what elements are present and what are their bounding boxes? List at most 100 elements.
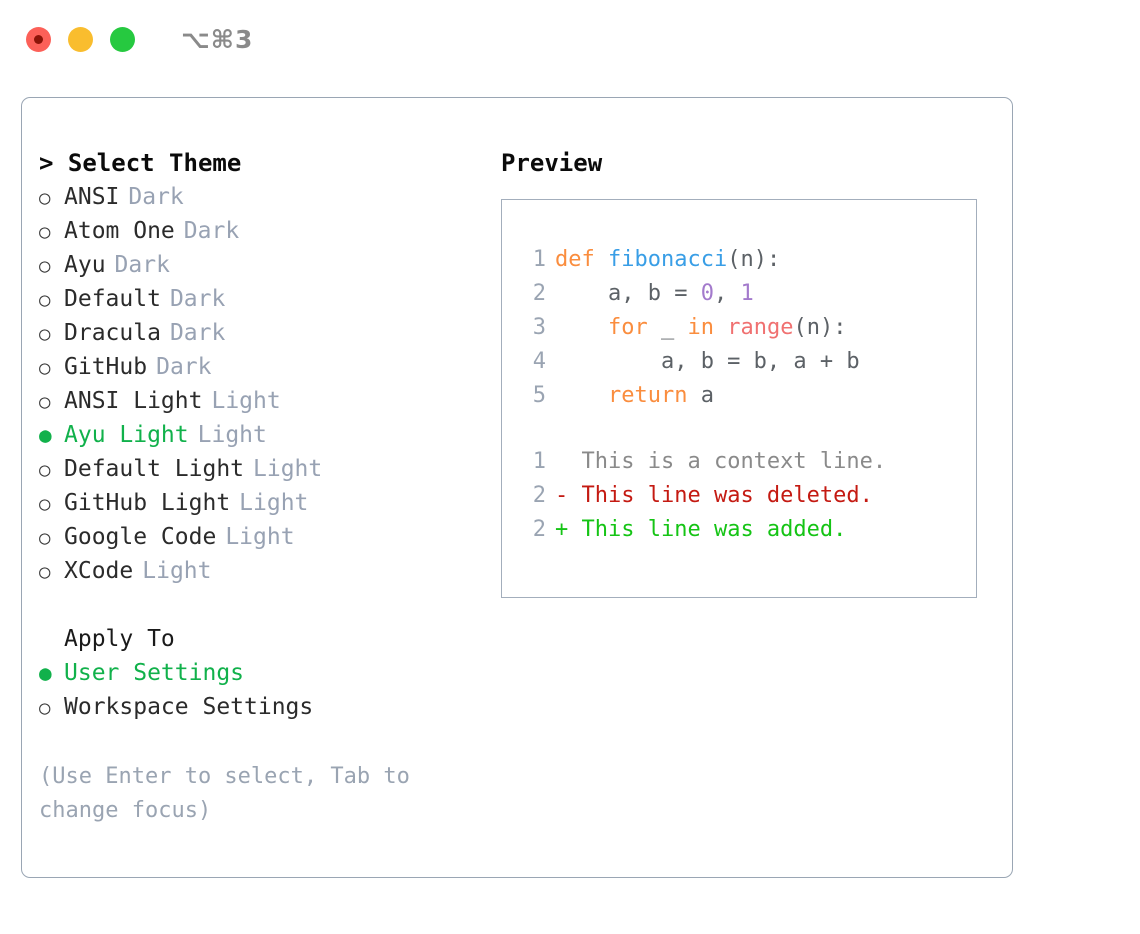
token-punct — [555, 383, 608, 408]
apply-to-option-workspace-settings[interactable]: ○ Workspace Settings — [39, 690, 469, 724]
radio-unselected-icon: ○ — [39, 187, 51, 209]
theme-option-label: Default Light — [64, 456, 245, 482]
theme-variant-tag: Light — [197, 422, 267, 448]
radio-selected-icon: ● — [39, 423, 52, 447]
theme-variant-tag: Dark — [128, 184, 184, 210]
theme-option-ansi[interactable]: ○ ANSI Dark — [39, 180, 469, 214]
diff-line-added: 2 + This line was added. — [520, 513, 976, 547]
token-punct: a, b = — [555, 281, 701, 306]
diff-line-content: - This line was deleted. — [555, 479, 873, 513]
select-theme-heading: > Select Theme — [39, 149, 242, 177]
theme-variant-tag: Light — [211, 388, 281, 414]
theme-option-google-code[interactable]: ○ Google Code Light — [39, 520, 469, 554]
theme-option-label: Atom One — [64, 218, 175, 244]
diff-marker: + — [555, 517, 582, 542]
theme-option-label: Ayu Light — [64, 422, 189, 448]
apply-to-section: Apply To ●User Settings ○ Workspace Settin… — [39, 622, 469, 724]
diff-line-deleted: 2 - This line was deleted. — [520, 479, 976, 513]
line-number: 2 — [532, 517, 546, 542]
line-number: 4 — [532, 349, 546, 374]
token-punct: _ — [647, 315, 688, 340]
token-kw: in — [687, 315, 714, 340]
line-number: 2 — [532, 483, 546, 508]
apply-to-list: ●User Settings ○ Workspace Settings — [39, 656, 469, 724]
code-line: 5 return a — [520, 379, 976, 413]
radio-unselected-icon: ○ — [39, 493, 51, 515]
theme-option-github-light[interactable]: ○ GitHub Light Light — [39, 486, 469, 520]
theme-option-label: Dracula — [64, 320, 161, 346]
radio-unselected-icon: ○ — [39, 255, 51, 277]
theme-variant-tag: Light — [253, 456, 323, 482]
theme-variant-tag: Dark — [114, 252, 170, 278]
radio-unselected-icon: ○ — [39, 221, 51, 243]
radio-unselected-icon: ○ — [39, 459, 51, 481]
diff-line-content: + This line was added. — [555, 513, 846, 547]
radio-unselected-icon: ○ — [39, 289, 51, 311]
token-punct — [714, 315, 727, 340]
radio-selected-icon: ● — [39, 661, 52, 685]
diff-marker: - — [555, 483, 582, 508]
maximize-button[interactable] — [110, 26, 135, 52]
radio-unselected-icon: ○ — [39, 697, 51, 719]
minimize-button[interactable] — [68, 26, 93, 52]
line-number: 1 — [532, 247, 546, 272]
radio-unselected-icon: ○ — [39, 323, 51, 345]
radio-unselected-icon: ○ — [39, 391, 51, 413]
code-line: 2 a, b = 0, 1 — [520, 277, 976, 311]
code-line: 4 a, b = b, a + b — [520, 345, 976, 379]
radio-unselected-icon: ○ — [39, 561, 51, 583]
theme-variant-tag: Dark — [169, 320, 226, 346]
apply-to-heading: Apply To — [64, 626, 175, 652]
line-number: 2 — [532, 281, 546, 306]
diff-line-context: 1 This is a context line. — [520, 445, 976, 479]
radio-unselected-icon: ○ — [39, 357, 51, 379]
token-fn: fibonacci — [607, 247, 728, 272]
theme-option-label: Ayu — [64, 252, 106, 278]
spacer — [520, 413, 976, 445]
token-kw: def — [555, 247, 608, 272]
theme-option-default-light[interactable]: ○ Default Light Light — [39, 452, 469, 486]
theme-option-ayu[interactable]: ○ Ayu Dark — [39, 248, 469, 282]
token-punct: a, b = b, a + b — [555, 349, 860, 374]
theme-option-dracula[interactable]: ○ Dracula Dark — [39, 316, 469, 350]
theme-option-label: ANSI Light — [64, 388, 203, 414]
theme-option-github[interactable]: ○ GitHub Dark — [39, 350, 469, 384]
theme-option-label: Google Code — [64, 524, 217, 550]
token-num: 1 — [740, 281, 754, 306]
theme-variant-tag: Dark — [169, 286, 226, 312]
apply-to-option-label: Workspace Settings — [64, 694, 314, 720]
apply-to-option-user-settings[interactable]: ●User Settings — [39, 656, 469, 690]
theme-variant-tag: Light — [239, 490, 309, 516]
diff-line-content: This is a context line. — [555, 445, 887, 479]
token-kw: return — [607, 383, 688, 408]
theme-option-label: GitHub Light — [64, 490, 231, 516]
radio-unselected-icon: ○ — [39, 527, 51, 549]
theme-option-label: GitHub — [64, 354, 148, 380]
window-controls — [26, 26, 135, 52]
theme-option-label: XCode — [64, 558, 134, 584]
theme-option-label: ANSI — [64, 184, 120, 210]
diff-sample: 1 This is a context line. 2 - This line wa… — [520, 445, 976, 547]
theme-variant-tag: Light — [225, 524, 295, 550]
theme-option-ansi-light[interactable]: ○ ANSI Light Light — [39, 384, 469, 418]
line-number: 5 — [532, 383, 546, 408]
line-number: 1 — [532, 449, 546, 474]
keyboard-hint-text: (Use Enter to select, Tab to change focu… — [39, 764, 424, 823]
preview-heading: Preview — [501, 149, 603, 177]
code-line-content: a, b = b, a + b — [555, 345, 860, 379]
diff-marker — [555, 449, 582, 474]
keyboard-shortcut-label: ⌥⌘3 — [181, 24, 254, 54]
token-punct: , — [713, 281, 741, 306]
theme-variant-tag: Dark — [156, 354, 212, 380]
close-button[interactable] — [26, 26, 51, 52]
theme-option-ayu-light[interactable]: ● Ayu Light Light — [39, 418, 469, 452]
